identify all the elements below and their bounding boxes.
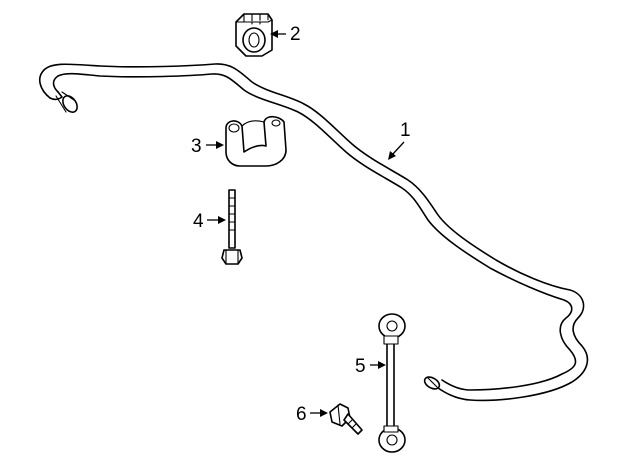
bolt bbox=[221, 189, 243, 265]
callout-2-label: 2 bbox=[290, 24, 301, 45]
callout-6: 6 bbox=[296, 404, 328, 425]
callout-3: 3 bbox=[191, 136, 224, 157]
callout-6-label: 6 bbox=[296, 404, 307, 425]
bushing bbox=[235, 13, 273, 57]
bracket bbox=[225, 115, 287, 167]
callout-3-label: 3 bbox=[191, 136, 202, 157]
callout-1: 1 bbox=[388, 120, 411, 160]
callout-5: 5 bbox=[355, 356, 386, 377]
callout-4: 4 bbox=[193, 211, 226, 232]
stabilizer-link bbox=[378, 313, 406, 453]
callout-1-label: 1 bbox=[400, 120, 411, 141]
callout-2: 2 bbox=[270, 24, 301, 45]
nut-bolt bbox=[329, 403, 363, 435]
stabilizer-bar bbox=[38, 63, 589, 402]
callout-5-label: 5 bbox=[355, 356, 366, 377]
callout-4-label: 4 bbox=[193, 211, 204, 232]
